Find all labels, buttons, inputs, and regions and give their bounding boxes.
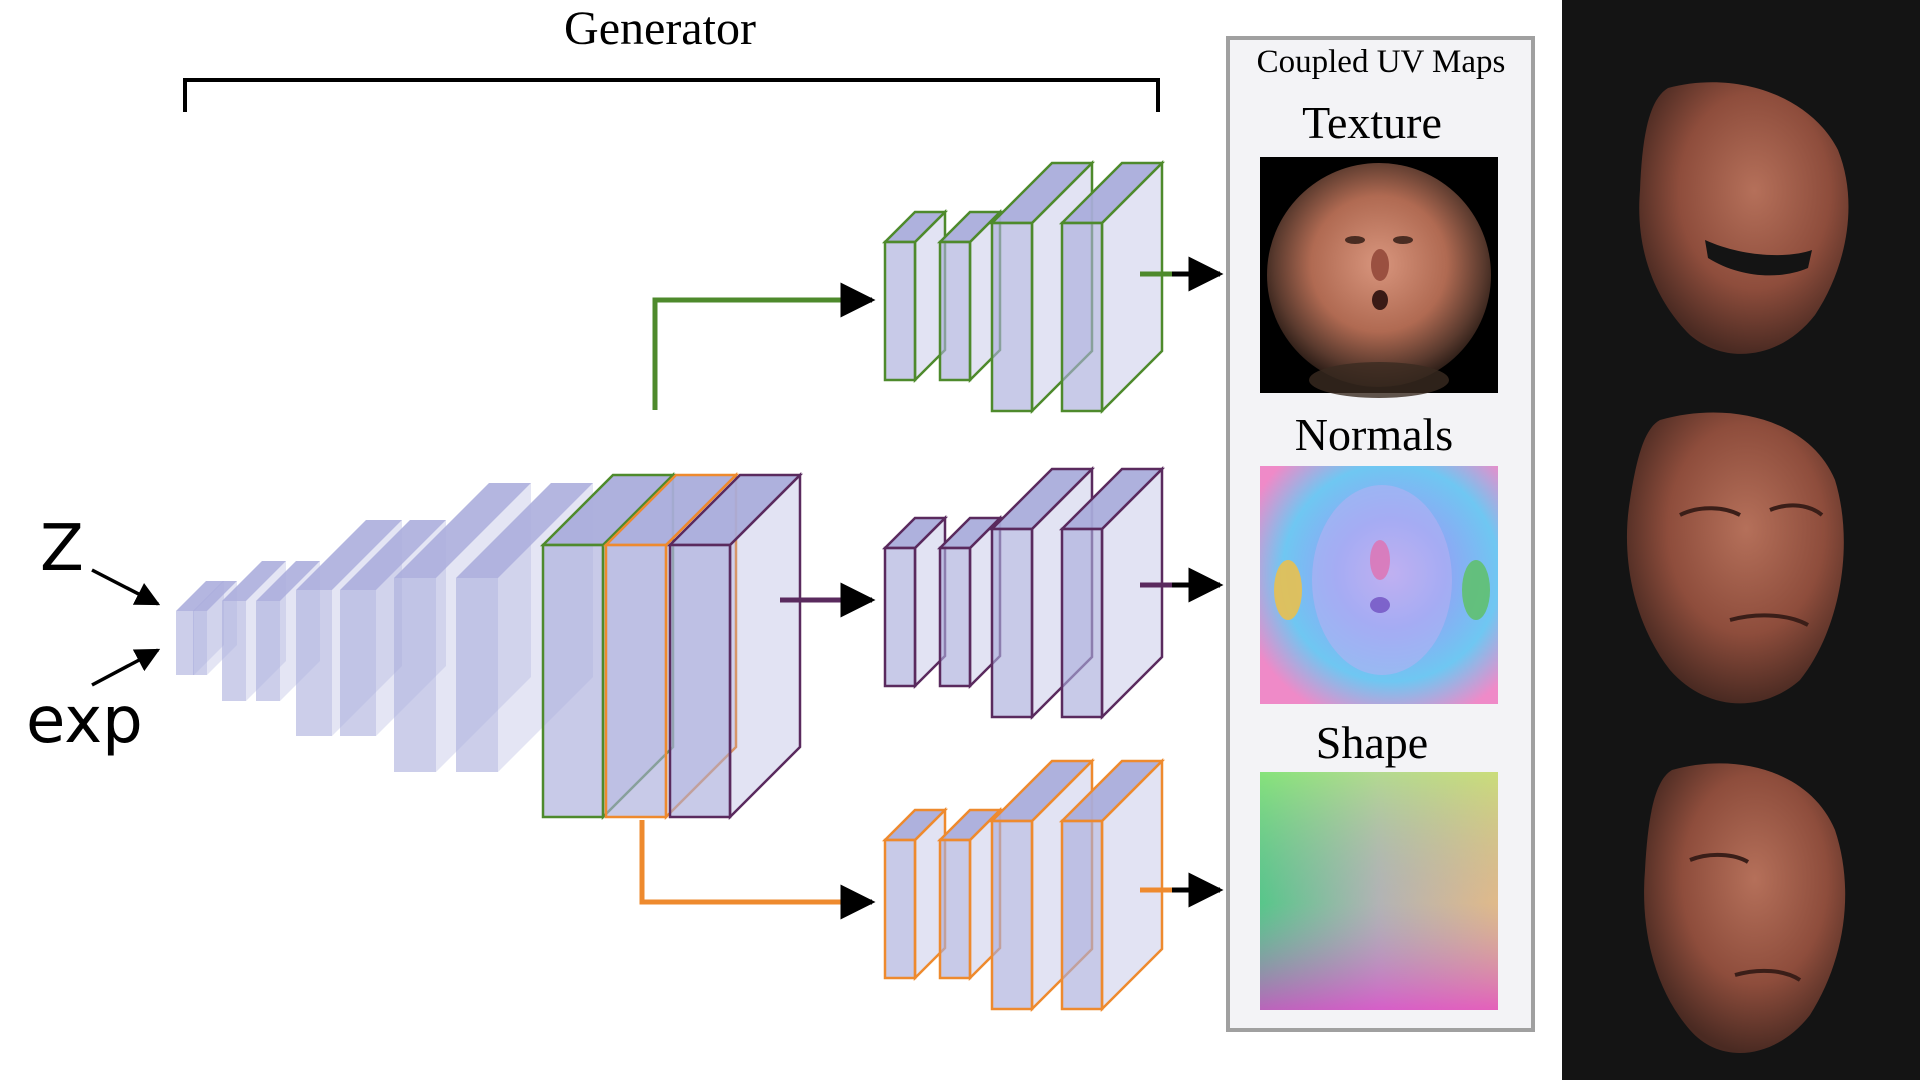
- decoder-layer: [881, 208, 949, 384]
- generator-label: Generator: [564, 2, 756, 55]
- normals-decoder-branch: [881, 465, 1166, 721]
- texture-map-image: [1260, 157, 1498, 398]
- z-input-label: Z: [40, 512, 84, 586]
- shape-label: Shape: [1316, 717, 1428, 768]
- generator-bracket: [183, 78, 1160, 112]
- texture-label: Texture: [1302, 97, 1442, 148]
- uv-maps-title: Coupled UV Maps: [1257, 44, 1506, 80]
- exp-input-label: exp: [26, 684, 143, 758]
- decoder-layer: [1058, 757, 1166, 1013]
- texture-branch-connector: [652, 282, 876, 410]
- shape-decoder-branch: [881, 757, 1166, 1013]
- rendered-face-squinting: [1626, 412, 1844, 704]
- z-arrow: [91, 568, 161, 606]
- decoder-layer: [881, 514, 949, 690]
- decoder-layer: [881, 806, 949, 982]
- exp-arrow: [91, 648, 161, 687]
- rendered-face-smiling: [1639, 82, 1849, 354]
- texture-decoder-branch: [881, 159, 1166, 415]
- shape-map-image: [1260, 772, 1498, 1010]
- normals-label: Normals: [1295, 409, 1453, 460]
- decoder-layer: [1058, 159, 1166, 415]
- rendered-face-frowning: [1644, 763, 1846, 1053]
- decoder-layer: [1058, 465, 1166, 721]
- generator-trunk: [176, 471, 804, 821]
- normals-map-image: [1260, 466, 1498, 704]
- shape-branch-connector: [639, 820, 876, 920]
- trunk-layer-normals: [666, 471, 804, 821]
